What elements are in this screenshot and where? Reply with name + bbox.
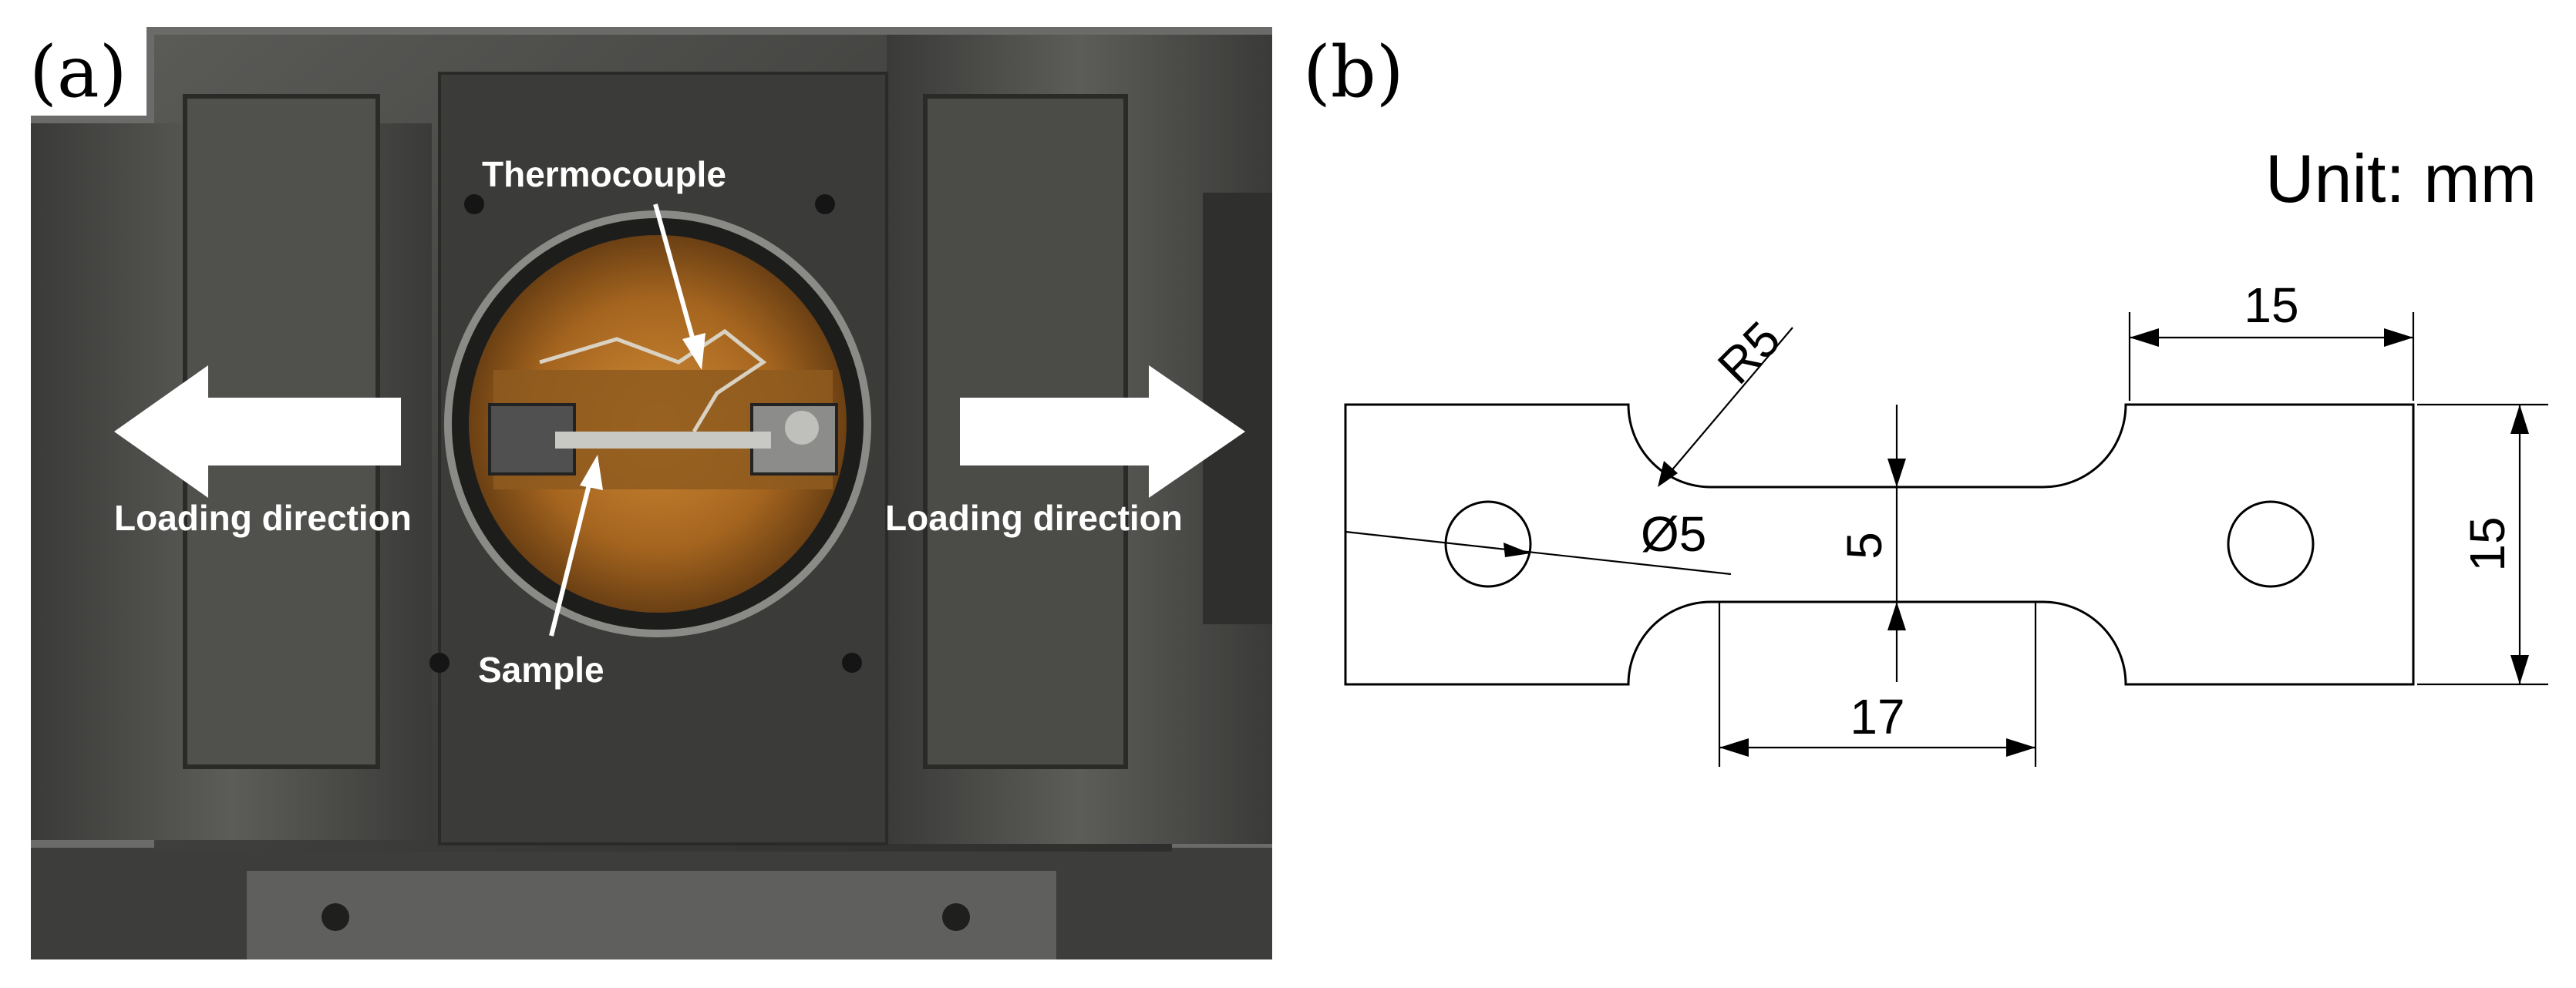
panel-a-label-bg (23, 23, 146, 116)
plate-screw-3 (429, 653, 450, 673)
gauge-width-arrow-top (1887, 459, 1906, 487)
base-screw-right (942, 903, 970, 931)
sample-arrow-line (549, 481, 592, 637)
sample-bar (555, 432, 771, 449)
unit-label: Unit: mm (2265, 140, 2537, 217)
grip-width-arrow-top (2510, 405, 2529, 434)
plate-screw-4 (842, 653, 862, 673)
right-mechanism (1203, 193, 1272, 624)
hole-diameter-label: Ø5 (1641, 506, 1706, 562)
plate-screw-1 (464, 194, 484, 214)
thermocouple-arrow-line (653, 203, 696, 344)
gauge-length-label: 17 (1850, 689, 1904, 744)
thermocouple-wire (539, 328, 767, 433)
grip-width-arrow-bottom (2510, 655, 2529, 684)
panel-a-photo: Thermocouple Sample Loading direction Lo… (31, 27, 1272, 959)
grip-length-label: 15 (2244, 277, 2298, 333)
grip-width-label: 15 (2460, 516, 2515, 571)
panel-b-label: (b) (1303, 31, 1404, 113)
sample-label: Sample (478, 650, 604, 690)
hole-leader (1345, 530, 1732, 576)
gauge-width-arrow-bottom (1887, 602, 1906, 630)
plate-screw-2 (815, 194, 835, 214)
loading-direction-left-label: Loading direction (114, 498, 412, 538)
thermocouple-label: Thermocouple (482, 154, 726, 194)
loading-arrow-left (114, 365, 401, 498)
r5-arrowhead (1658, 461, 1678, 487)
grip-length-arrow-left (2130, 328, 2159, 347)
gauge-length-arrow-left (1719, 738, 1749, 757)
thermocouple-arrow-head (682, 333, 705, 370)
photo-base-bar (247, 871, 1056, 959)
sample-arrow-head (580, 455, 603, 490)
pin-hole-right (2227, 500, 2315, 588)
loading-arrow-right (960, 365, 1245, 498)
grip-length-arrow-right (2384, 328, 2413, 347)
base-screw-left (322, 903, 349, 931)
r5-label: R5 (1707, 311, 1791, 395)
panel-b-drawing: (b) Unit: mm R5 Ø5 5 17 15 (1303, 31, 2548, 767)
gauge-length-arrow-right (2006, 738, 2036, 757)
gauge-width-label: 5 (1837, 532, 1892, 560)
pin-hole-left (1444, 500, 1532, 588)
grip-right-pin (785, 411, 819, 445)
specimen-outline (1344, 403, 2415, 686)
loading-direction-right-label: Loading direction (885, 498, 1183, 538)
hole-arrowhead (1504, 543, 1530, 557)
panel-a-label: (a) (29, 31, 127, 113)
r5-leader (1665, 327, 1793, 479)
